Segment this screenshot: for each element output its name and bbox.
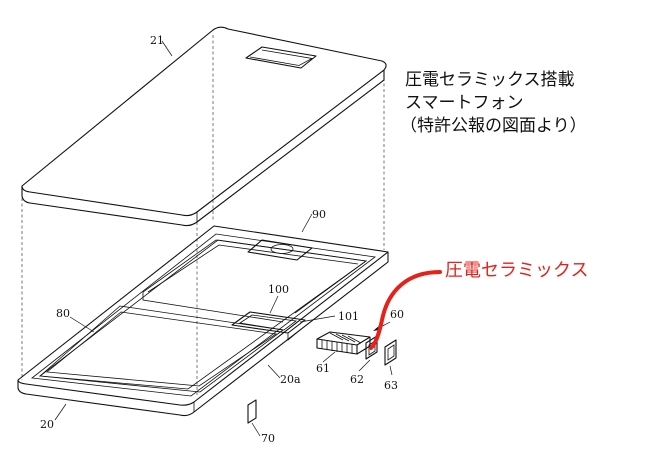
part-70 (247, 399, 261, 437)
alignment-lines (21, 35, 385, 395)
reference-numerals: 21 90 100 101 80 60 61 62 63 20a 20 70 (40, 34, 404, 445)
leader-lines (54, 40, 393, 421)
ref-80: 80 (56, 307, 70, 320)
highlight-curve (369, 270, 442, 350)
ref-90: 90 (312, 208, 326, 221)
ref-20: 20 (40, 418, 54, 431)
caption-line-3: （特許公報の図面より） (400, 116, 587, 136)
ref-60: 60 (390, 308, 404, 321)
highlight-label: 圧電セラミックス (445, 260, 588, 281)
top-cover-panel (21, 26, 387, 227)
piezo-assembly (316, 321, 397, 366)
ref-100: 100 (268, 283, 289, 296)
caption-line-2: スマートフォン (405, 93, 524, 113)
ref-62: 62 (350, 373, 364, 386)
ref-101: 101 (338, 310, 359, 323)
base-frame (17, 225, 389, 417)
ref-63: 63 (384, 379, 398, 392)
ref-20a: 20a (280, 373, 301, 386)
ref-61: 61 (316, 362, 330, 375)
ref-70: 70 (261, 432, 275, 445)
caption-line-1: 圧電セラミックス搭載 (405, 70, 575, 90)
ref-21: 21 (150, 34, 164, 47)
caption: 圧電セラミックス搭載 スマートフォン （特許公報の図面より） (400, 70, 587, 136)
